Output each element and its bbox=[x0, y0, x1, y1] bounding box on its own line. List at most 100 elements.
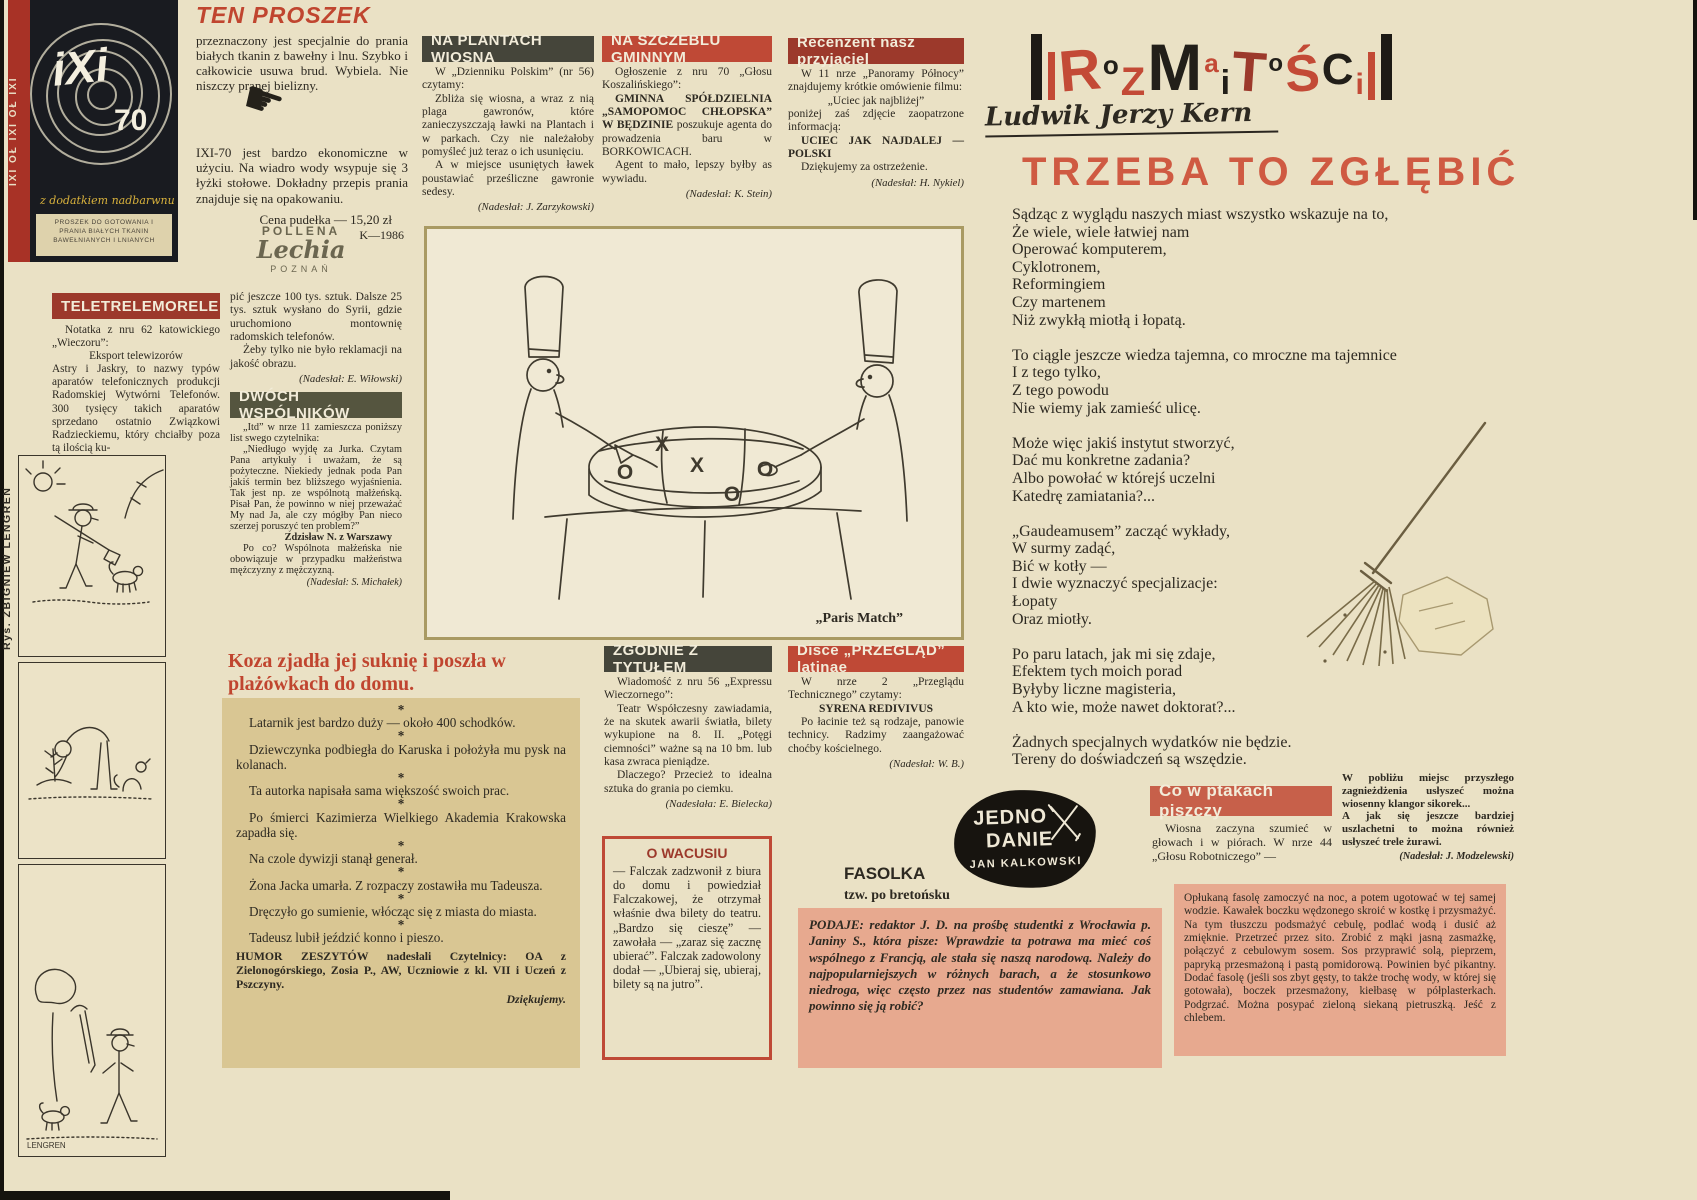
wspolnikow-punch: Po co? Wspólnota małżeńska nie obowiązuj… bbox=[230, 543, 402, 577]
ptaki-col1: Wiosna zaczyna szumieć w głowach i w pió… bbox=[1152, 821, 1332, 864]
cartoon-man-shovel-dog bbox=[25, 460, 164, 605]
pollena-logo: POLLENA Lechia POZNAŃ bbox=[243, 224, 359, 274]
separator-star: * bbox=[397, 769, 405, 785]
ixi-ad: IXI OŁ IXI OŁ IXI iXi 70 z dodatkiem nad… bbox=[8, 0, 178, 262]
ptaki-col1-text: Wiosna zaczyna szumieć w głowach i w pió… bbox=[1152, 821, 1332, 863]
logo-end-bar bbox=[1048, 52, 1055, 100]
logo-letter: i bbox=[1220, 64, 1231, 102]
logo-letter: o bbox=[1268, 50, 1284, 77]
ten-proszek-title: TEN PROSZEK bbox=[196, 2, 371, 28]
fasolka-intro: PODAJE: redaktor J. D. na prośbę student… bbox=[798, 908, 1162, 1068]
logo-letter: C bbox=[1321, 45, 1354, 94]
wspolnikow-body: „Niedługo wyjdę za Jurka. Czytam Pana ar… bbox=[230, 444, 402, 533]
separator-star: * bbox=[397, 837, 405, 853]
scan-edge-left bbox=[0, 0, 4, 1200]
wspolnikow-header: DWÓCH WSPÓLNIKÓW bbox=[230, 388, 402, 422]
cartoon-man-planting bbox=[28, 726, 154, 800]
teletrele-punch: Żeby tylko nie było reklamacji na jakość… bbox=[230, 344, 402, 370]
recenzent-quote: „Uciec jak najbliżej” bbox=[827, 94, 925, 107]
tictactoe-mark: X bbox=[655, 433, 669, 456]
scan-edge-right bbox=[1693, 0, 1697, 220]
cartoon-panel-3: LENGREN bbox=[18, 864, 166, 1157]
separator-star: * bbox=[397, 890, 405, 906]
plantach-credit: (Nadesłał: J. Zarzykowski) bbox=[477, 201, 594, 214]
gminnym-article: Ogłoszenie z nru 70 „Głosu Koszalińskieg… bbox=[602, 66, 772, 200]
tictactoe-mark: O bbox=[757, 458, 773, 481]
separator-star: * bbox=[397, 728, 405, 744]
lengren-credit: Rys. ZBIGNIEW LENGREN bbox=[1, 486, 13, 650]
ixi-number: 70 bbox=[114, 104, 148, 137]
separator-star: * bbox=[397, 796, 405, 812]
logo-letter: T bbox=[1230, 38, 1269, 105]
ten-proszek-code: K—1986 bbox=[359, 227, 404, 242]
ixi-small-label: PROSZEK DO GOTOWANIA I PRANIA BIAŁYCH TK… bbox=[36, 214, 172, 256]
ptaki-col2-text: W pobliżu miejsc przyszłego zagnieżdżeni… bbox=[1342, 772, 1514, 848]
logo-end-bar bbox=[1380, 34, 1392, 100]
tictactoe-mark: X bbox=[690, 454, 704, 477]
ptaki-col2: W pobliżu miejsc przyszłego zagnieżdżeni… bbox=[1342, 772, 1514, 862]
pollena-city: POZNAŃ bbox=[270, 264, 332, 274]
chef-cartoon-box: O X O X O „Paris Match” bbox=[424, 226, 964, 640]
disce-lead: W nrze 2 „Przeglądu Technicznego” czytam… bbox=[788, 676, 964, 702]
scan-edge-bottom bbox=[0, 1191, 450, 1200]
teletrele-article: Notatka z nru 62 katowickiego „Wieczoru”… bbox=[52, 324, 220, 455]
wspolnikow-article: „Itd” w nrze 11 zamieszcza poniższy list… bbox=[230, 422, 402, 589]
logo-letter: M bbox=[1147, 30, 1203, 104]
ixi-side-text: IXI OŁ IXI OŁ IXI bbox=[8, 76, 19, 186]
tictactoe-mark: O bbox=[617, 461, 633, 484]
humor-item: Na czole dywizji stanął generał. bbox=[249, 851, 418, 867]
ixi-side-strip: IXI OŁ IXI OŁ IXI bbox=[8, 0, 30, 262]
pollena-brand: Lechia bbox=[256, 235, 346, 264]
humor-block: * Latarnik jest bardzo duży — około 400 … bbox=[222, 698, 580, 1068]
separator-star: * bbox=[397, 864, 405, 880]
humor-item: Tadeusz lubił jeździć konno i pieszo. bbox=[249, 930, 444, 946]
plantach-body: Zbliża się wiosna, a wraz z nią plaga ga… bbox=[422, 92, 594, 158]
humor-title: Koza zjadła jej suknię i poszła w plażów… bbox=[228, 650, 506, 695]
disce-article: W nrze 2 „Przeglądu Technicznego” czytam… bbox=[788, 676, 964, 770]
teletrele-body: Astry i Jaskry, to nazwy typów aparatów … bbox=[52, 363, 220, 454]
cartoon-panel-1 bbox=[18, 455, 166, 657]
gminnym-punch: Agent to mało, lepszy byłby as wywiadu. bbox=[602, 159, 772, 185]
zgodnie-header: ZGODNIE Z TYTUŁEM bbox=[604, 642, 772, 676]
ptaki-header: Co w ptakach piszczy bbox=[1150, 781, 1332, 820]
wspolnikow-lead: „Itd” w nrze 11 zamieszcza poniższy list… bbox=[230, 422, 402, 445]
teletrele-lead: Notatka z nru 62 katowickiego „Wieczoru”… bbox=[52, 324, 220, 350]
disce-header: Disce „PRZEGLĄD” latinae bbox=[788, 642, 964, 676]
plantach-lead: W „Dzienniku Polskim” (nr 56) czytamy: bbox=[422, 66, 594, 92]
ptaki-credit: (Nadesłał: J. Modzelewski) bbox=[1399, 850, 1514, 862]
kern-poem: Sądząc z wyglądu naszych miast wszystko … bbox=[1012, 206, 1397, 769]
separator-star: * bbox=[397, 917, 405, 933]
gminnym-lead: Ogłoszenie z nru 70 „Głosu Koszalińskieg… bbox=[602, 66, 772, 92]
cartoon-panel-2 bbox=[18, 662, 166, 859]
broom-illustration bbox=[1306, 421, 1494, 667]
humor-item: Po śmierci Kazimierza Wielkiego Akademia… bbox=[236, 809, 566, 840]
ixi-swirl-graphic bbox=[30, 23, 172, 165]
logo-letter: a bbox=[1204, 48, 1219, 78]
teletrele-header: TELETRELEMORELE bbox=[52, 293, 220, 319]
wacusiu-body: — Falczak zadzwonił z biura do domu i po… bbox=[613, 864, 761, 992]
recenzent-credit: (Nadesłał: H. Nykiel) bbox=[871, 176, 964, 189]
wspolnikow-signature: Zdzisław N. z Warszawy bbox=[284, 532, 392, 544]
gminnym-body: GMINNA SPÓŁDZIELNIA „SAMOPOMOC CHŁOPSKA”… bbox=[602, 93, 772, 160]
teletrele-cont-body: pić jeszcze 100 tys. sztuk. Dalsze 25 ty… bbox=[230, 291, 402, 343]
gminnym-body-rest: poszukuje agenta do prowadzenia baru w B… bbox=[602, 119, 772, 158]
chefs-tictactoe-cartoon: O X O X O bbox=[512, 275, 908, 600]
pollena-name: POLLENA bbox=[261, 224, 341, 238]
disce-punch: Po łacinie też są rodzaje, panowie techn… bbox=[788, 715, 964, 755]
logo-byline: JAN KALKOWSKI bbox=[969, 855, 1083, 871]
recenzent-punch: Dziękujemy za ostrzeżenie. bbox=[801, 161, 928, 174]
zgodnie-lead: Wiadomość z nru 56 „Expressu Wieczornego… bbox=[604, 676, 772, 702]
wacusiu-box: O WACUSIU — Falczak zadzwonił z biura do… bbox=[602, 836, 772, 1060]
zgodnie-article: Wiadomość z nru 56 „Expressu Wieczornego… bbox=[604, 676, 772, 810]
rozmaitosci-logo: R o Z M a i T o Ś C i bbox=[1028, 8, 1514, 105]
plantach-article: W „Dzienniku Polskim” (nr 56) czytamy: Z… bbox=[422, 66, 594, 214]
wacusiu-title: O WACUSIU bbox=[646, 845, 728, 861]
gminnym-credit: (Nadesłał: K. Stein) bbox=[685, 187, 772, 200]
gminnym-header: NA SZCZEBLU GMINNYM bbox=[602, 32, 772, 66]
fasolka-block: FASOLKA tzw. po bretońsku JEDNO DANIE JA… bbox=[794, 786, 1166, 1072]
humor-item: Dziewczynka podbiegła do Karuska i położ… bbox=[236, 741, 566, 772]
logo-end-bar bbox=[1367, 52, 1375, 100]
teletrele-subhead: Eksport telewizorów bbox=[89, 350, 183, 363]
wspolnikow-credit: (Nadesłał: S. Michałek) bbox=[306, 577, 402, 589]
